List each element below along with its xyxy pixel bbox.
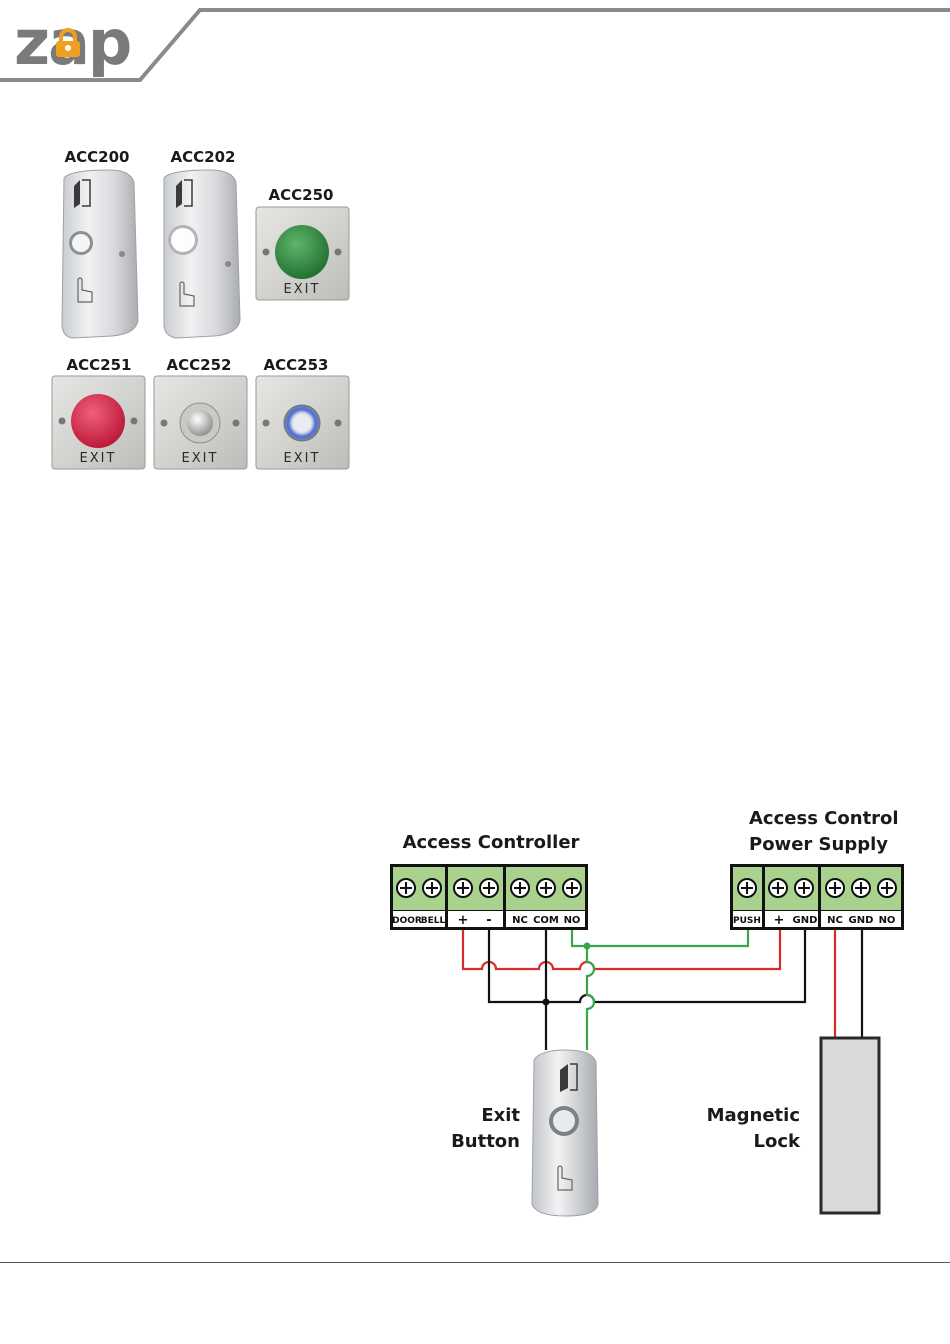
power-supply-block: PUSH + GND NC GND NO	[730, 864, 904, 930]
junction-green	[584, 943, 591, 950]
terminal-no: NO	[564, 915, 581, 926]
acc250-image: EXIT	[256, 207, 349, 300]
exit-text-acc253: EXIT	[284, 451, 321, 466]
terminal-psu-gnd-2: GND	[849, 915, 874, 926]
terminal-psu-no: NO	[879, 915, 896, 926]
terminal-com: COM	[533, 915, 559, 926]
terminal-psu-gnd: GND	[793, 915, 818, 926]
wire-green-push	[572, 930, 748, 946]
magnetic-lock-label-line2: Lock	[754, 1131, 802, 1152]
acc253-image: EXIT	[256, 376, 349, 469]
power-supply-title-line2: Power Supply	[749, 834, 888, 855]
terminal-push: PUSH	[733, 916, 761, 926]
access-controller-title: Access Controller	[403, 832, 580, 853]
exit-text-acc252: EXIT	[182, 451, 219, 466]
wire-green-exit	[587, 946, 594, 1050]
acc252-image: EXIT	[154, 376, 247, 469]
wire-black-ground	[489, 930, 805, 1002]
magnetic-lock-device	[821, 1038, 879, 1213]
terminal-bell: BELL	[421, 916, 446, 926]
exit-button-label-line1: Exit	[481, 1105, 520, 1126]
acc200-image	[62, 170, 138, 338]
terminal-door: DOOR	[392, 916, 422, 926]
terminal-plus: +	[458, 913, 469, 928]
exit-text-acc250: EXIT	[284, 282, 321, 297]
junction-black	[543, 999, 550, 1006]
padlock-icon	[54, 28, 82, 58]
footer-divider	[0, 1262, 950, 1263]
exit-button-label-line2: Button	[451, 1131, 520, 1152]
terminal-nc: NC	[512, 915, 528, 926]
acc251-image: EXIT	[52, 376, 145, 469]
wiring-diagram: Access Controller Access Control Power S…	[380, 795, 920, 1225]
power-supply-title-line1: Access Control	[749, 808, 899, 829]
header-banner	[0, 0, 950, 90]
terminal-psu-plus: +	[774, 913, 785, 928]
acc202-image	[164, 170, 240, 338]
magnetic-lock-label-line1: Magnetic	[707, 1105, 800, 1126]
product-images: EXIT EXIT EXIT EXIT	[0, 160, 370, 490]
access-controller-block: DOOR BELL + - NC COM NO	[390, 864, 588, 930]
exit-button-device	[532, 1050, 598, 1216]
exit-text-acc251: EXIT	[80, 451, 117, 466]
terminal-minus: -	[486, 913, 491, 928]
terminal-psu-nc: NC	[827, 915, 843, 926]
wire-red-power	[463, 930, 780, 969]
